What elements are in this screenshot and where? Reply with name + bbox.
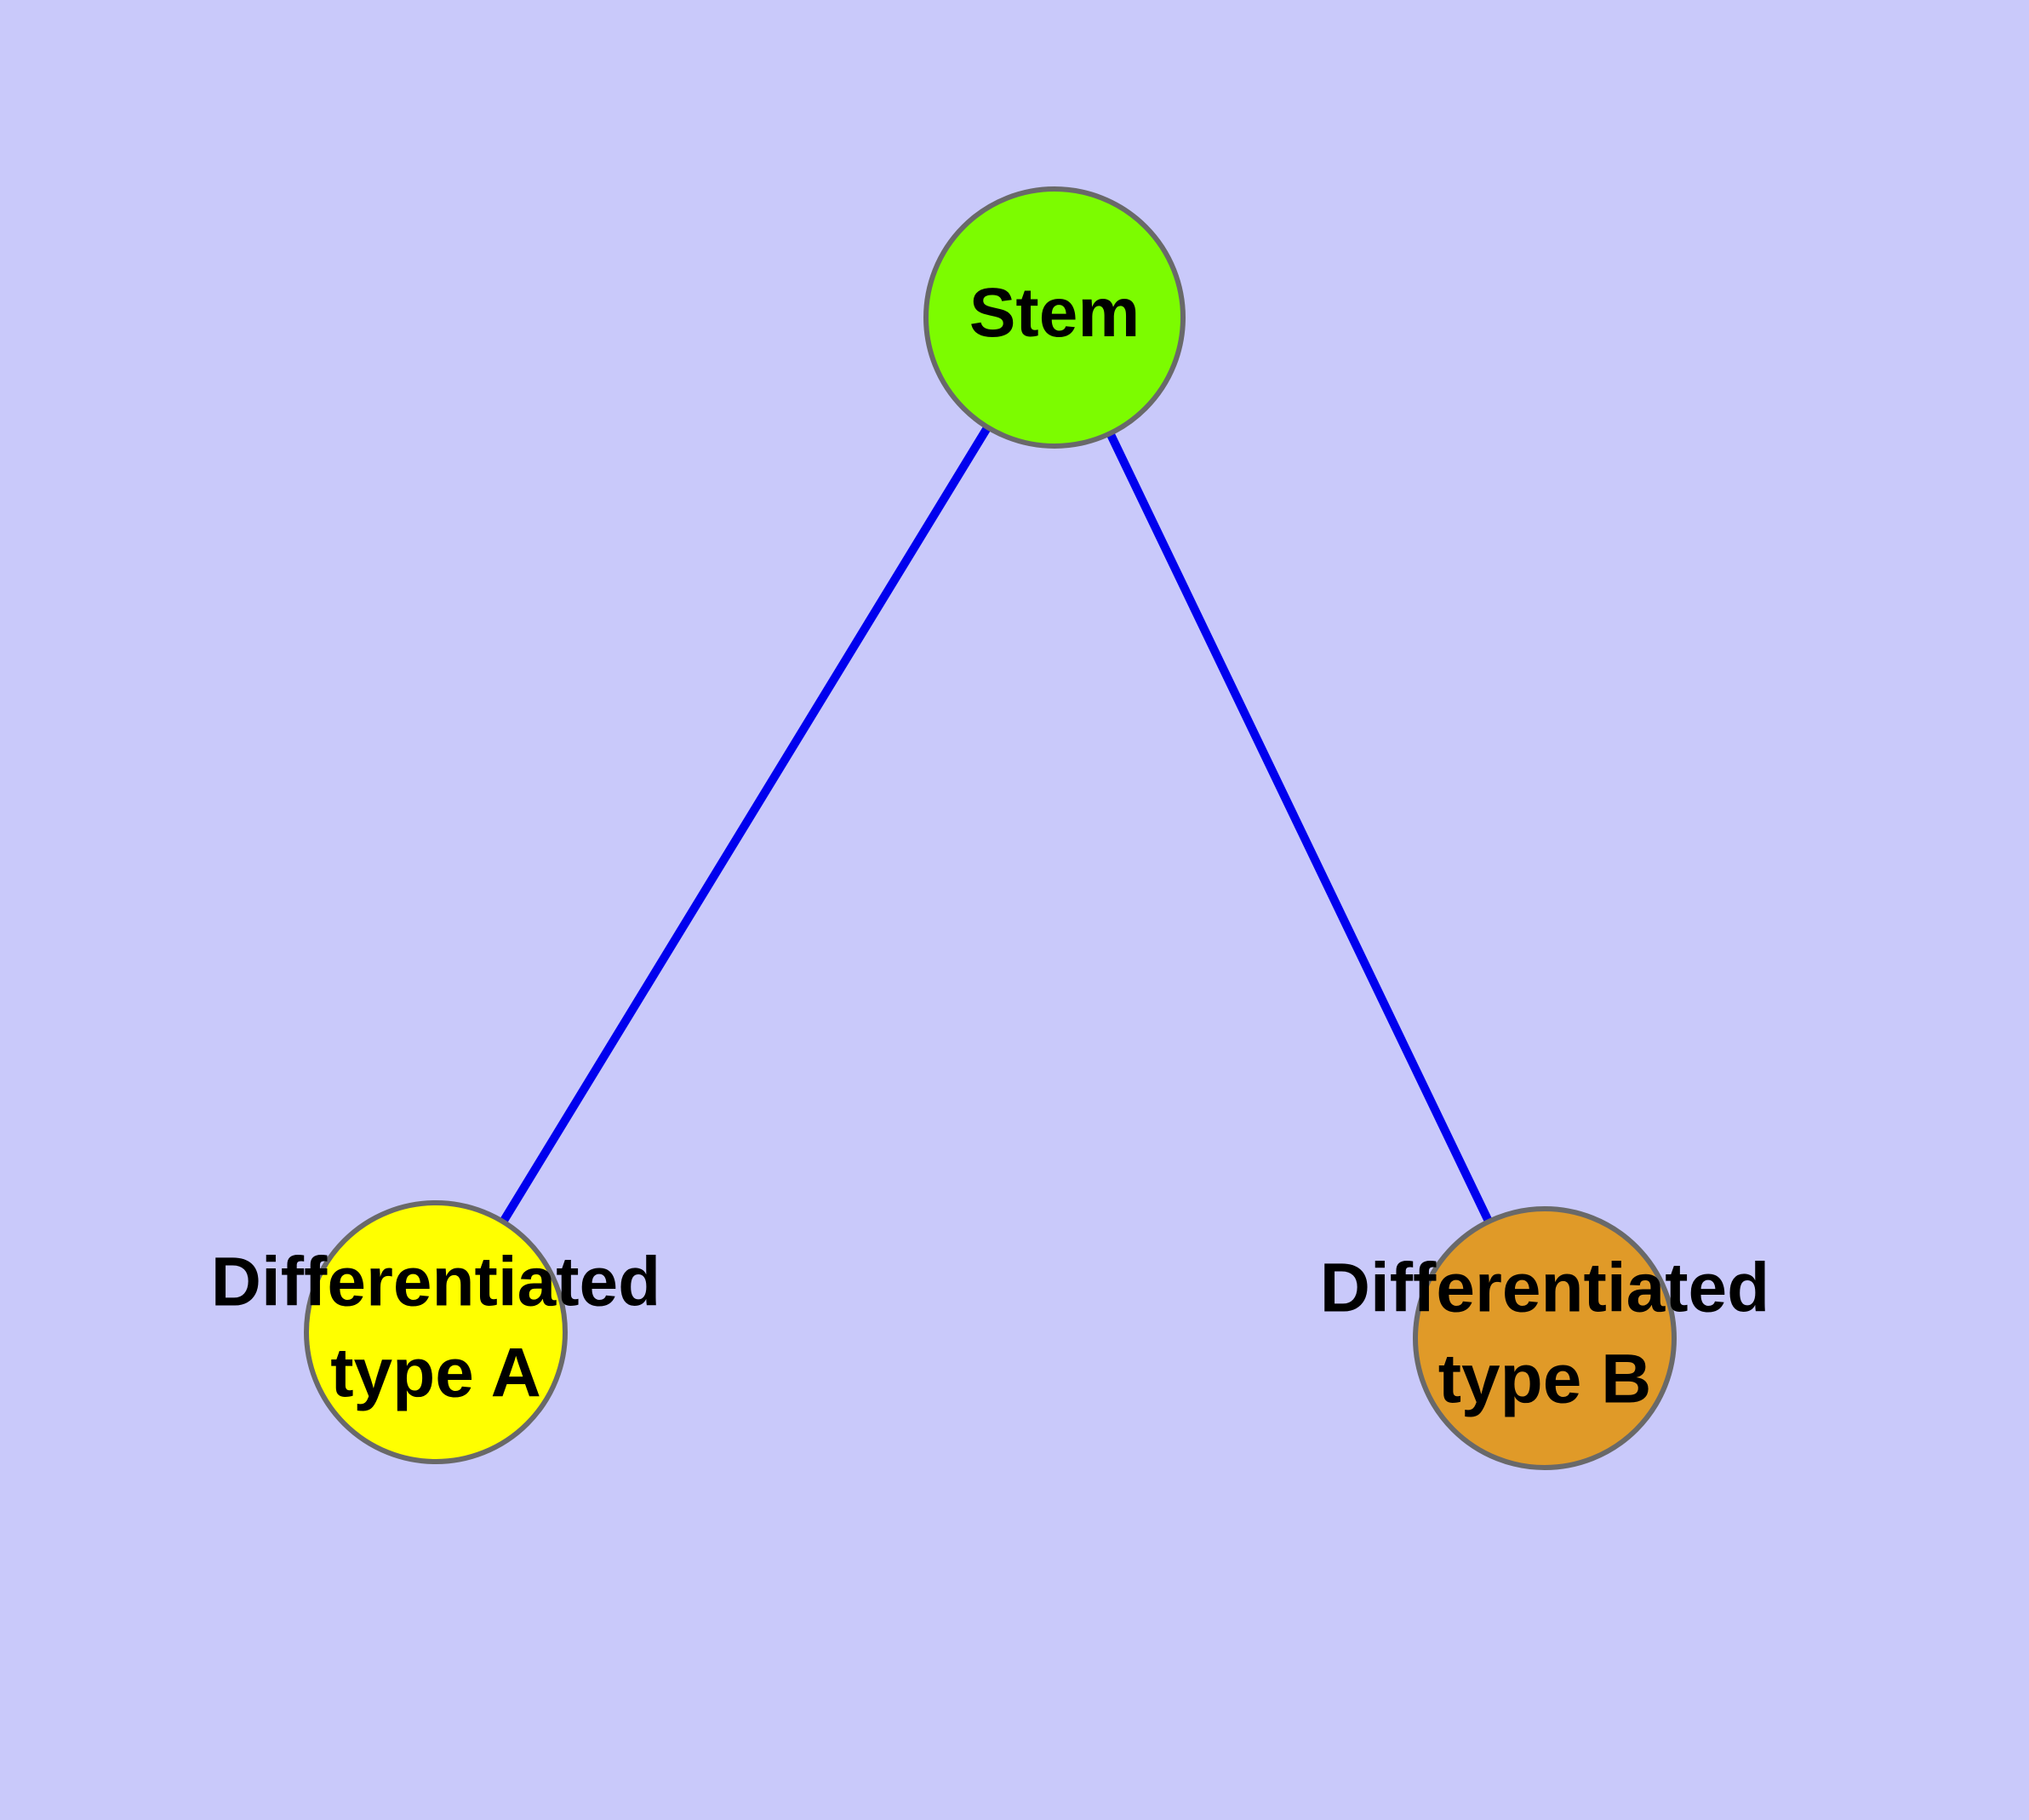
node-label-stem: Stem bbox=[969, 274, 1140, 352]
node-label-diff_a: Differentiated type A bbox=[211, 1243, 661, 1411]
edge-stem-diff-b[interactable] bbox=[1106, 432, 1492, 1222]
node-diff_b[interactable] bbox=[1413, 1206, 1677, 1470]
node-label-line: type A bbox=[330, 1334, 541, 1411]
node-label-diff_b: Differentiated type B bbox=[1320, 1249, 1770, 1417]
edge-stem-diff-a[interactable] bbox=[500, 426, 991, 1223]
node-label-line: Stem bbox=[969, 274, 1140, 352]
node-label-line: Differentiated bbox=[1320, 1249, 1770, 1326]
edges-layer bbox=[500, 426, 1492, 1223]
node-label-line: type B bbox=[1438, 1340, 1652, 1417]
nodes-layer bbox=[304, 186, 1677, 1470]
node-stem[interactable] bbox=[923, 186, 1186, 449]
node-diff_a[interactable] bbox=[304, 1200, 568, 1464]
node-label-line: Differentiated bbox=[211, 1243, 661, 1320]
